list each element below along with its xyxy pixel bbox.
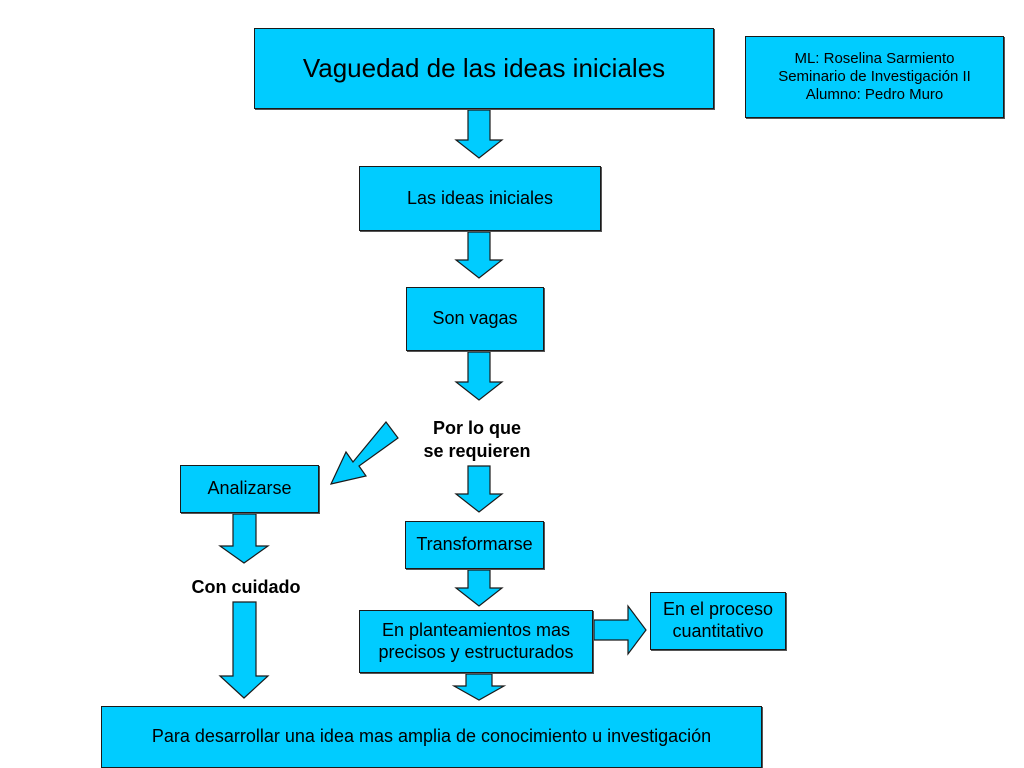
arrow-planteamientos-to-proceso [593,604,647,656]
credits-text: ML: Roselina Sarmiento Seminario de Inve… [778,50,971,103]
ideas-iniciales-text: Las ideas iniciales [406,187,554,208]
main-title-box: Vaguedad de las ideas iniciales [254,28,714,109]
son-vagas-text: Son vagas [432,308,518,329]
proceso-text: En el proceso cuantitativo [662,599,774,641]
arrow-analizarse-to-cuidado [218,513,270,564]
planteamientos-text: En planteamientos mas precisos y estruct… [378,619,574,662]
transformarse-text: Transformarse [416,534,533,555]
credits-box: ML: Roselina Sarmiento Seminario de Inve… [745,36,1004,118]
son-vagas-box: Son vagas [406,287,544,351]
arrow-planteamientos-to-desarrollar [451,673,507,701]
arrow-title-to-ideas [454,109,504,159]
analizarse-text: Analizarse [207,478,292,499]
proceso-box: En el proceso cuantitativo [650,592,786,650]
arrow-cuidado-to-desarrollar [218,601,270,699]
desarrollar-text: Para desarrollar una idea mas amplia de … [151,726,712,747]
transformarse-box: Transformarse [405,521,544,569]
arrow-vagas-to-porloque [454,351,504,401]
por-lo-que-label: Por lo que se requieren [423,418,531,461]
main-title: Vaguedad de las ideas iniciales [302,52,666,83]
ideas-iniciales-box: Las ideas iniciales [359,166,601,231]
arrow-porloque-to-analizarse [329,421,399,485]
planteamientos-box: En planteamientos mas precisos y estruct… [359,610,593,673]
desarrollar-box: Para desarrollar una idea mas amplia de … [101,706,762,768]
arrow-transformarse-to-planteamientos [454,569,504,607]
con-cuidado-label: Con cuidado [191,577,301,597]
arrow-porloque-to-transformarse [454,465,504,513]
analizarse-box: Analizarse [180,465,319,513]
arrow-ideas-to-vagas [454,231,504,279]
